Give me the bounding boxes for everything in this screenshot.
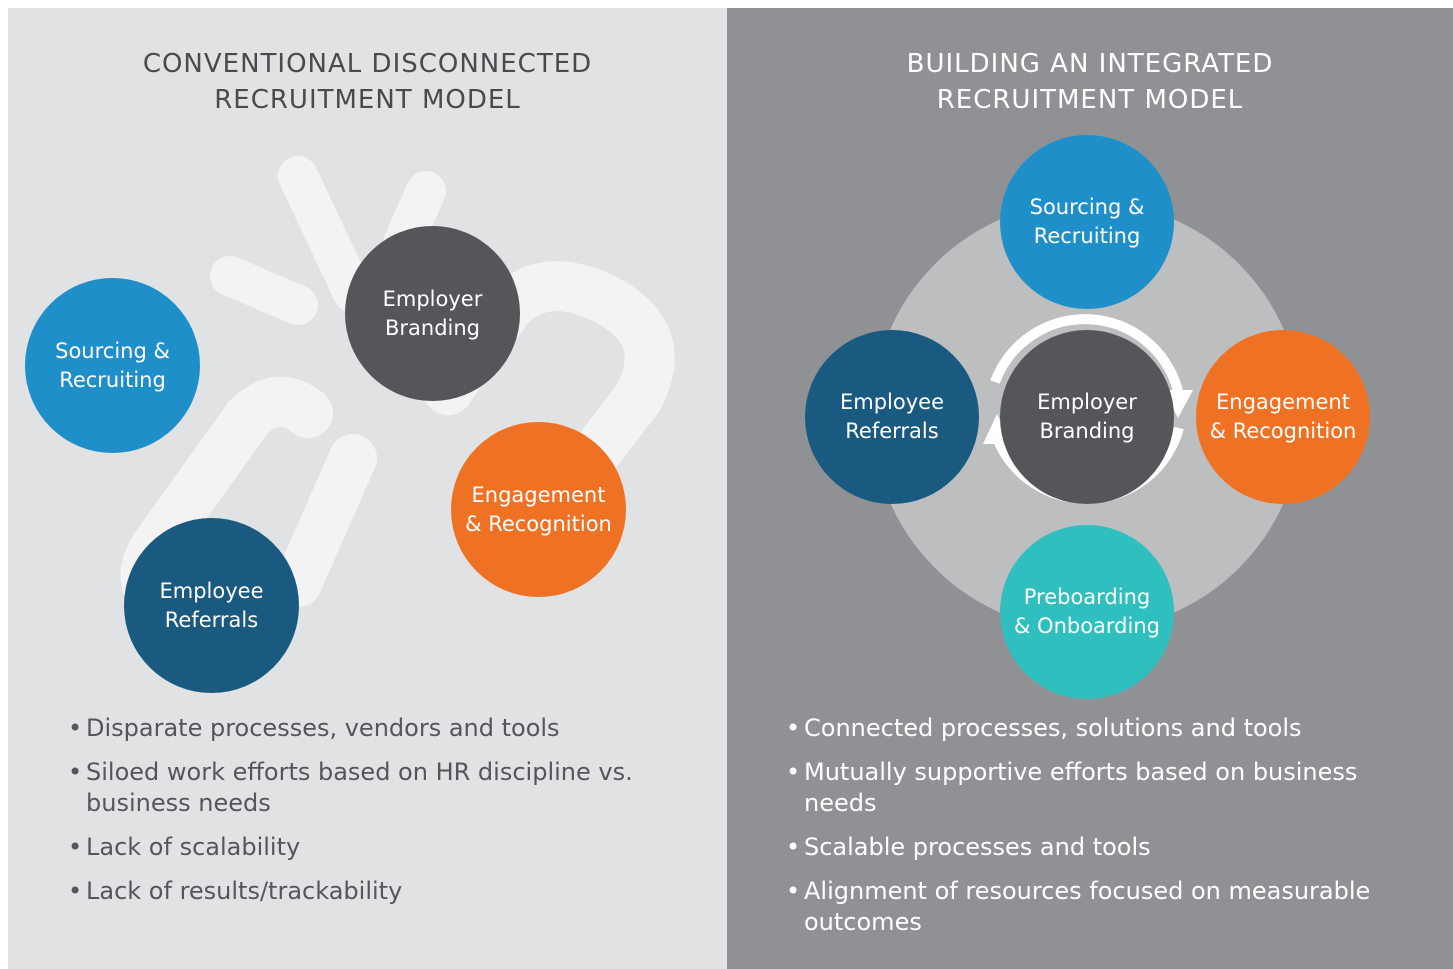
circle-label-line-2: Branding — [1039, 419, 1135, 443]
chain-spark-line-3 — [210, 256, 318, 325]
list-item: Scalable processes and tools — [786, 832, 1426, 863]
list-item: Lack of scalability — [68, 832, 688, 863]
circle-label-line-1: Employer — [382, 286, 483, 311]
title-line-1: BUILDING AN INTEGRATED — [906, 49, 1274, 79]
circle-label-line-2: Recruiting — [1033, 224, 1141, 248]
employee-referrals-circle: Employee Referrals — [124, 518, 299, 693]
circle-label-line-2: Referrals — [845, 419, 939, 443]
list-item: Alignment of resources focused on measur… — [786, 876, 1426, 938]
preboarding-onboarding-circle: Preboarding & Onboarding — [1000, 525, 1174, 699]
list-item: Lack of results/trackability — [68, 876, 688, 907]
list-item: Connected processes, solutions and tools — [786, 713, 1426, 744]
sourcing-recruiting-circle: Sourcing & Recruiting — [25, 278, 200, 453]
conventional-issues-list: Disparate processes, vendors and tools S… — [68, 713, 688, 920]
circle-label-line-1: Employee — [159, 578, 264, 603]
circle-label-line-2: & Recognition — [465, 511, 612, 536]
circle-label-line-1: Preboarding — [1023, 585, 1151, 609]
circle-label-line-1: Sourcing & — [1029, 195, 1145, 219]
circle-label-line-1: Employer — [1037, 390, 1137, 414]
list-item: Disparate processes, vendors and tools — [68, 713, 688, 744]
title-line-1: CONVENTIONAL DISCONNECTED — [142, 49, 593, 79]
sourcing-recruiting-circle: Sourcing & Recruiting — [1000, 135, 1174, 309]
title-line-2: RECRUITMENT MODEL — [936, 85, 1244, 115]
chain-spark-line-1 — [278, 156, 373, 313]
circle-label-line-2: Recruiting — [59, 367, 166, 392]
conventional-model-title: CONVENTIONAL DISCONNECTED RECRUITMENT MO… — [8, 46, 727, 118]
cycle-arc-upper — [990, 314, 1183, 393]
employer-branding-circle: Employer Branding — [345, 226, 520, 401]
circle-label-line-2: & Onboarding — [1013, 614, 1160, 638]
circle-label-line-2: Referrals — [164, 607, 259, 632]
circle-label-line-2: & Recognition — [1209, 419, 1357, 443]
chain-link-upper — [423, 261, 675, 508]
circle-label-line-1: Engagement — [1216, 390, 1350, 414]
engagement-recognition-circle: Engagement & Recognition — [451, 422, 626, 597]
circle-label-line-1: Engagement — [471, 482, 606, 507]
engagement-recognition-circle: Engagement & Recognition — [1196, 330, 1370, 504]
list-item: Siloed work efforts based on HR discipli… — [68, 757, 688, 819]
integrated-model-panel: BUILDING AN INTEGRATED RECRUITMENT MODEL… — [727, 8, 1453, 969]
circle-label-line-1: Sourcing & — [55, 338, 170, 363]
employee-referrals-circle: Employee Referrals — [805, 330, 979, 504]
title-line-2: RECRUITMENT MODEL — [214, 85, 521, 115]
chain-link-lower-right — [274, 434, 377, 607]
employer-branding-circle: Employer Branding — [1000, 330, 1174, 504]
circle-label-line-1: Employee — [839, 390, 944, 414]
circle-label-line-2: Branding — [384, 315, 481, 340]
integrated-benefits-list: Connected processes, solutions and tools… — [786, 713, 1426, 951]
integrated-model-title: BUILDING AN INTEGRATED RECRUITMENT MODEL — [727, 46, 1453, 118]
conventional-model-panel: CONVENTIONAL DISCONNECTED RECRUITMENT MO… — [8, 8, 727, 969]
list-item: Mutually supportive efforts based on bus… — [786, 757, 1426, 819]
